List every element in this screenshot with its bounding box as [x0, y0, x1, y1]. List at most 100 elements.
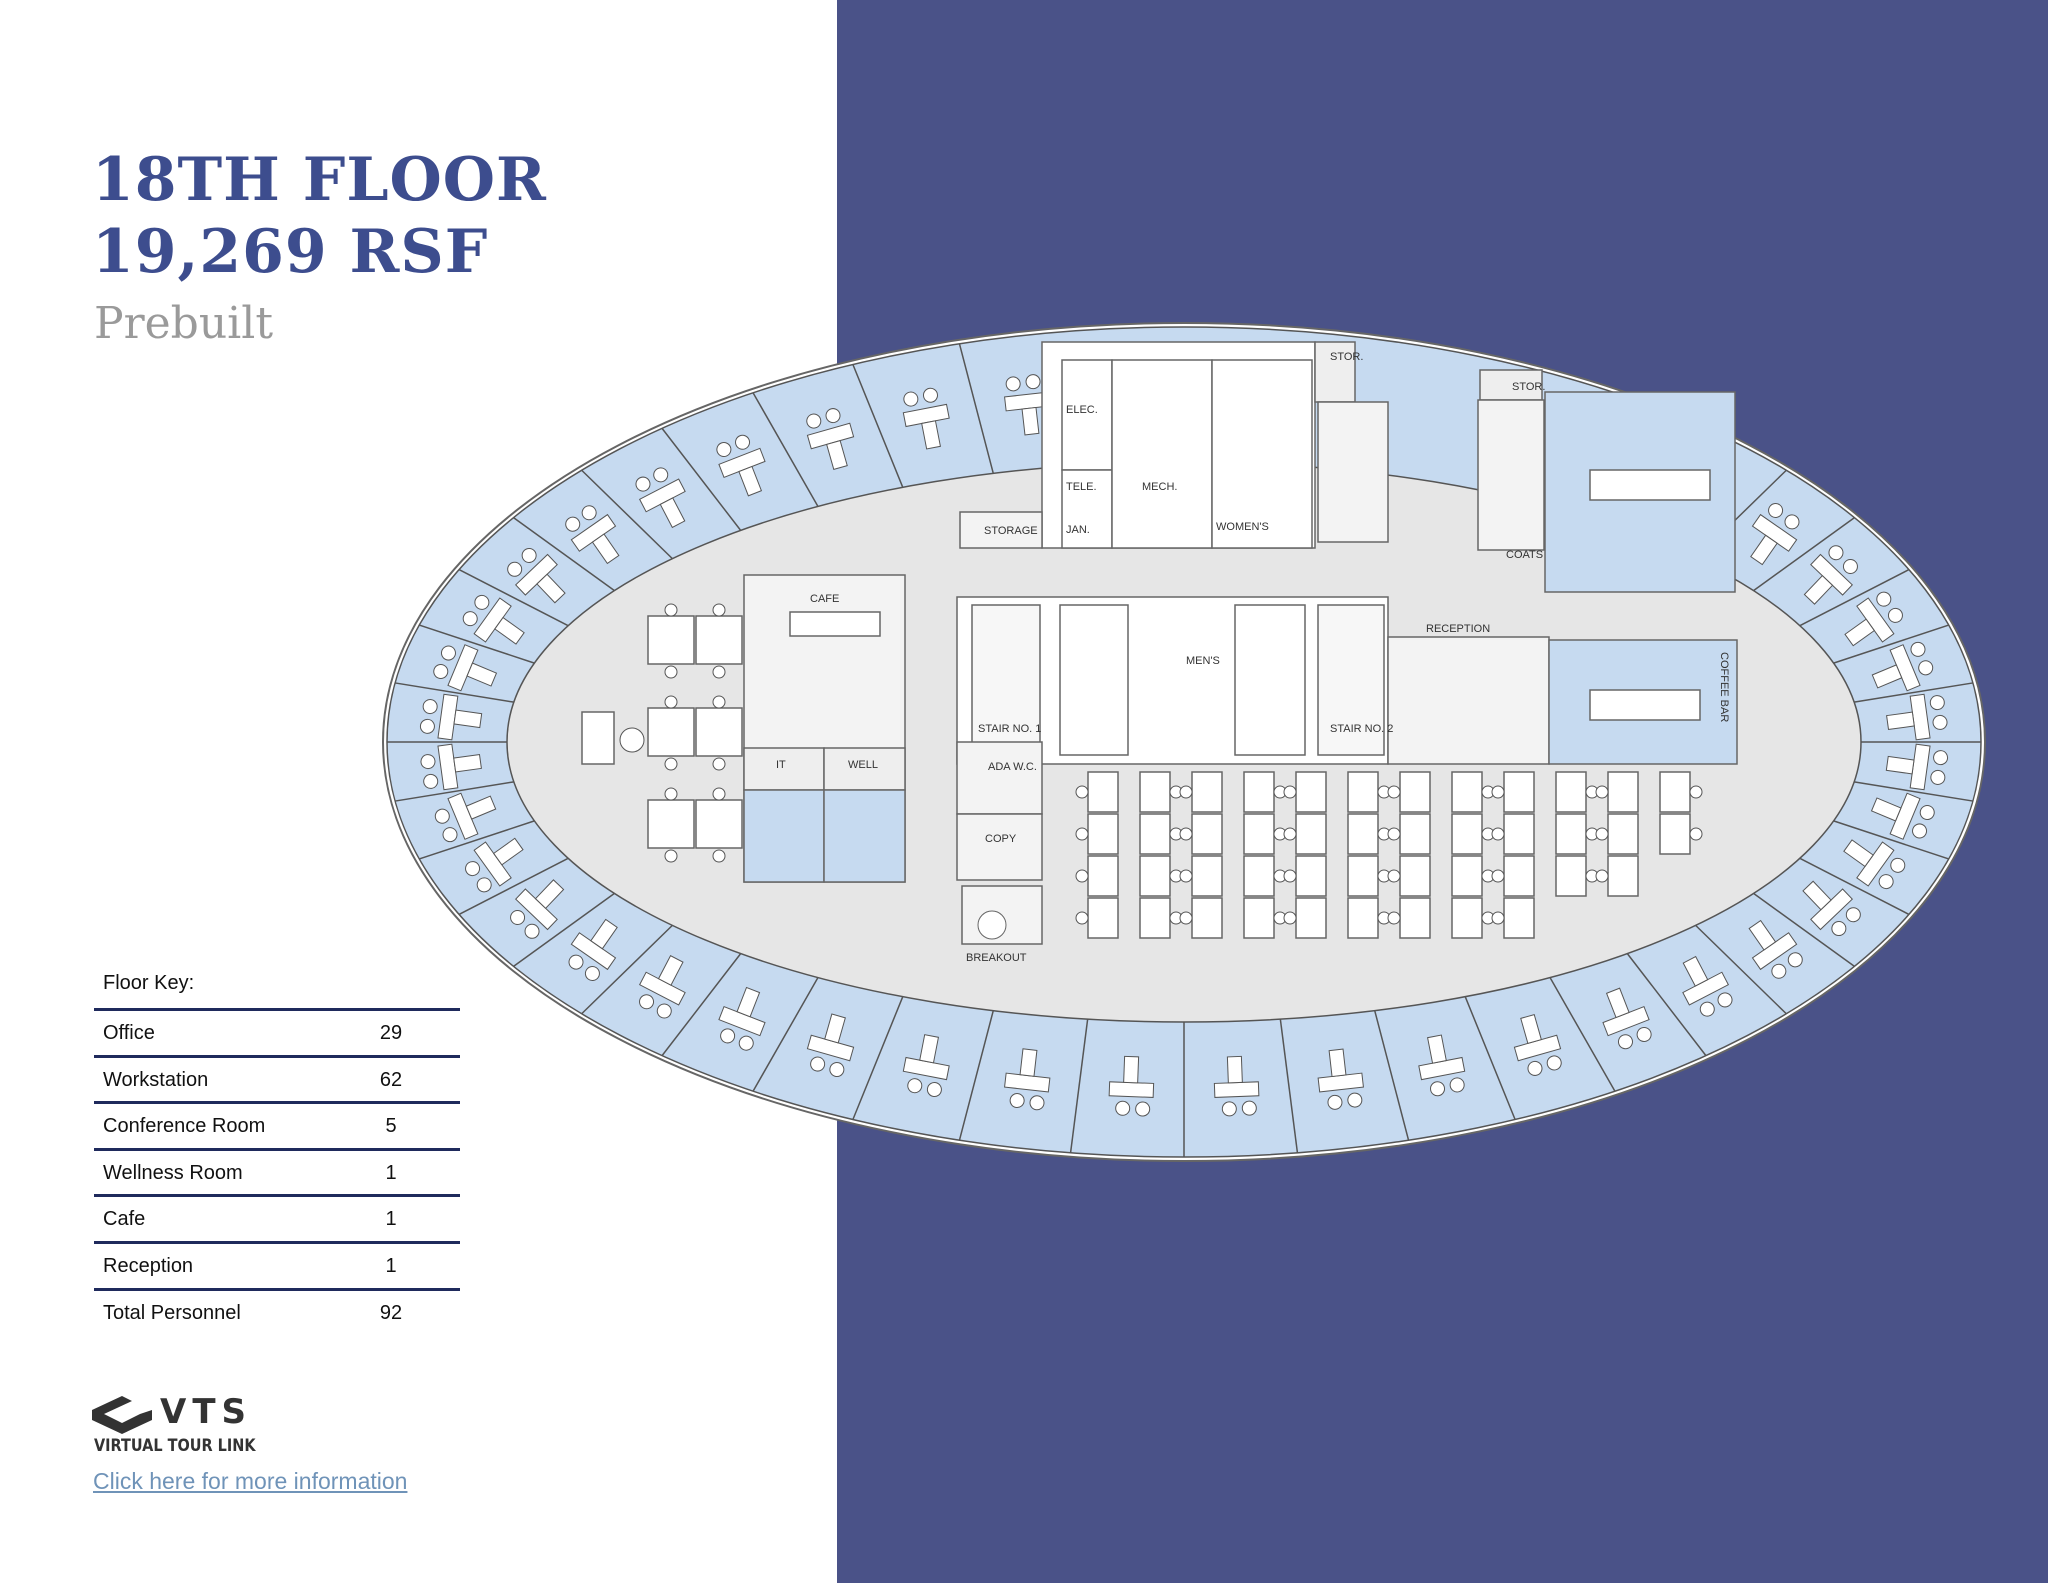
office-partition: [1833, 624, 1949, 664]
floor-key-label: Reception: [103, 1254, 194, 1277]
workstation: [1347, 813, 1379, 855]
chair-icon: [1930, 769, 1946, 785]
chair-icon: [1025, 374, 1041, 390]
chair-icon: [738, 1035, 754, 1051]
chair-icon: [1699, 1001, 1715, 1017]
office: [1513, 1013, 1562, 1076]
chair-icon: [1636, 1026, 1652, 1042]
workstation: [695, 707, 743, 757]
office-partition: [958, 343, 994, 474]
office: [507, 547, 566, 604]
floor-key-value: 1: [385, 1254, 397, 1277]
workstation: [1399, 855, 1431, 897]
workstation: [1555, 771, 1587, 813]
elevator-bank: [1477, 399, 1545, 551]
floor-key-label: Wellness Room: [103, 1161, 243, 1184]
office-return: [492, 837, 524, 866]
floor-key-value: 1: [385, 1161, 397, 1184]
womens-restroom: [1211, 359, 1313, 549]
office-return: [738, 465, 763, 497]
office-partition: [1069, 1019, 1089, 1153]
workstation: [695, 799, 743, 849]
vts-tagline: VIRTUAL TOUR LINK: [94, 1436, 256, 1456]
workstation: [1451, 855, 1483, 897]
area-title: 19,269 RSF: [92, 217, 489, 287]
workstation: [1295, 771, 1327, 813]
office-partition: [1279, 1019, 1299, 1153]
office: [465, 837, 524, 893]
vts-logo-icon: [92, 1396, 152, 1434]
chair-icon: [639, 994, 655, 1010]
floor-key-label: Total Personnel: [103, 1301, 241, 1324]
office: [902, 387, 950, 450]
chair-icon: [1932, 714, 1948, 730]
workstation: [1295, 813, 1327, 855]
chair-icon: [1491, 911, 1505, 925]
label-jan: JAN.: [1066, 524, 1090, 536]
chair-icon: [664, 695, 678, 709]
office: [419, 693, 483, 741]
office: [718, 986, 766, 1051]
workstation: [1503, 855, 1535, 897]
office-partition: [661, 427, 742, 531]
ada-wc: [956, 741, 1043, 815]
label-tele: TELE.: [1066, 481, 1097, 493]
chair-icon: [1241, 1100, 1257, 1116]
office-return: [1843, 839, 1874, 868]
chair-icon: [1115, 1100, 1131, 1116]
office-return: [1021, 406, 1040, 436]
workstation: [1347, 771, 1379, 813]
chair-icon: [712, 603, 726, 617]
label-womens: WOMEN'S: [1216, 521, 1269, 533]
chair-icon: [521, 547, 537, 563]
office: [638, 954, 686, 1019]
chair-icon: [565, 516, 581, 532]
chair-icon: [1717, 992, 1733, 1008]
chair-icon: [1005, 376, 1021, 392]
workstation: [1659, 813, 1691, 855]
workstation: [1451, 897, 1483, 939]
label-coats: COATS: [1506, 549, 1543, 561]
workstation: [1191, 813, 1223, 855]
chair-icon: [1179, 827, 1193, 841]
office: [1871, 641, 1934, 692]
office-return: [659, 497, 686, 529]
chair-icon: [1075, 827, 1089, 841]
more-info-link[interactable]: Click here for more information: [93, 1468, 408, 1494]
workstation: [1087, 771, 1119, 813]
chair-icon: [712, 787, 726, 801]
workstation: [647, 615, 695, 665]
office: [433, 644, 498, 692]
office-desk: [1108, 1081, 1155, 1098]
workstation: [1191, 897, 1223, 939]
workstation: [1347, 855, 1379, 897]
label-stor: STOR.: [1512, 381, 1545, 393]
chair-icon: [716, 442, 732, 458]
office-return: [1802, 880, 1832, 911]
workstation: [695, 615, 743, 665]
chair-icon: [434, 808, 450, 824]
chair-icon: [1527, 1060, 1543, 1076]
office-return: [1748, 919, 1777, 951]
chair-icon: [1179, 911, 1193, 925]
office-partition: [1853, 682, 1974, 703]
office-return: [824, 1013, 846, 1044]
conference-table: [1589, 689, 1701, 721]
huddle-room: [823, 789, 906, 883]
chair-icon: [1491, 869, 1505, 883]
chair-icon: [1828, 545, 1844, 561]
chair-icon: [1029, 1095, 1045, 1111]
chair-icon: [1179, 785, 1193, 799]
office: [1870, 792, 1935, 840]
chair-icon: [1768, 502, 1784, 518]
office-return: [1328, 1048, 1347, 1078]
mech-room: [1111, 359, 1213, 549]
workstation: [1087, 897, 1119, 939]
chair-icon: [1831, 921, 1847, 937]
